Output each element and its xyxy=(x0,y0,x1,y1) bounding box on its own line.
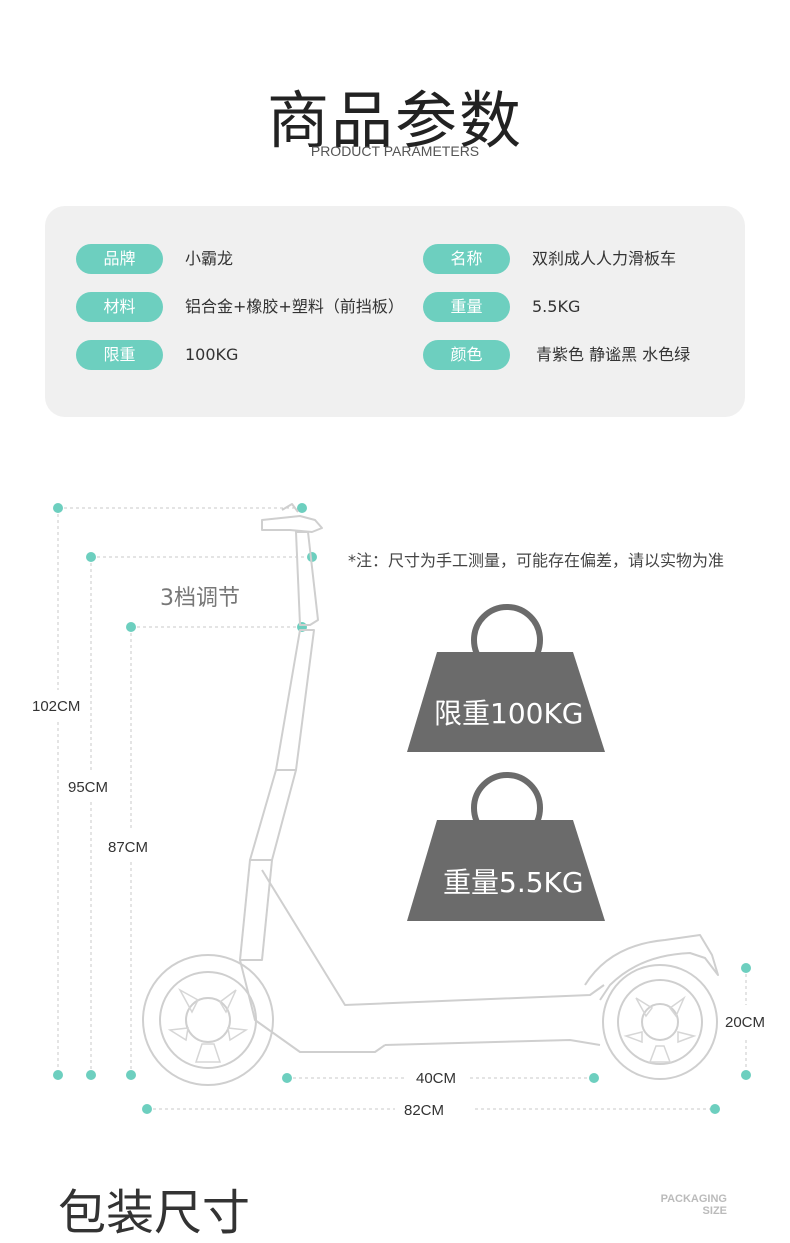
wheel-size-label: 20CM xyxy=(725,1014,766,1031)
parameter-card: 品牌 小霸龙 名称 双刹成人人力滑板车 材料 铝合金+橡胶+塑料（前挡板） 重量… xyxy=(45,206,745,417)
param-value-material: 铝合金+橡胶+塑料（前挡板） xyxy=(185,297,404,316)
packaging-subtitle: PACKAGING SIZE xyxy=(630,1193,727,1217)
param-value-color: 青紫色 静谧黑 水色绿 xyxy=(536,345,691,364)
adjust-levels-label: 3档调节 xyxy=(160,586,240,611)
deck-length-label: 40CM xyxy=(416,1070,457,1087)
param-value-weight: 5.5KG xyxy=(532,297,581,316)
weight-limit-badge-text: 限重100KG xyxy=(434,697,584,730)
param-value-brand: 小霸龙 xyxy=(185,249,234,268)
height-min-label: 87CM xyxy=(108,839,149,856)
wheel-spokes xyxy=(167,988,697,1063)
weight-badge-text: 重量5.5KG xyxy=(443,866,584,899)
param-label-brand: 品牌 xyxy=(76,244,163,274)
param-label-color: 颜色 xyxy=(423,340,510,370)
measurement-note: *注：尺寸为手工测量，可能存在偏差，请以实物为准 xyxy=(348,551,725,570)
height-mid-label: 95CM xyxy=(68,779,109,796)
dimension-guides xyxy=(57,507,747,1110)
scooter-outline xyxy=(142,503,719,1086)
param-label-weight: 重量 xyxy=(423,292,510,322)
param-label-material: 材料 xyxy=(76,292,163,322)
dimension-dots xyxy=(53,503,751,1114)
total-length-label: 82CM xyxy=(404,1102,445,1119)
page-title: 商品参数 xyxy=(266,84,523,157)
packaging-subtitle-line1: PACKAGING xyxy=(660,1193,727,1205)
param-label-load-limit: 限重 xyxy=(76,340,163,370)
param-value-load-limit: 100KG xyxy=(185,345,239,364)
param-value-name: 双刹成人人力滑板车 xyxy=(532,249,677,268)
page-subtitle: PRODUCT PARAMETERS xyxy=(310,143,480,159)
packaging-subtitle-line2: SIZE xyxy=(702,1205,727,1217)
param-label-name: 名称 xyxy=(423,244,510,274)
packaging-title: 包装尺寸 xyxy=(58,1185,251,1241)
height-max-label: 102CM xyxy=(32,698,81,715)
weight-limit-icon xyxy=(407,604,605,752)
weight-icon xyxy=(407,772,605,921)
